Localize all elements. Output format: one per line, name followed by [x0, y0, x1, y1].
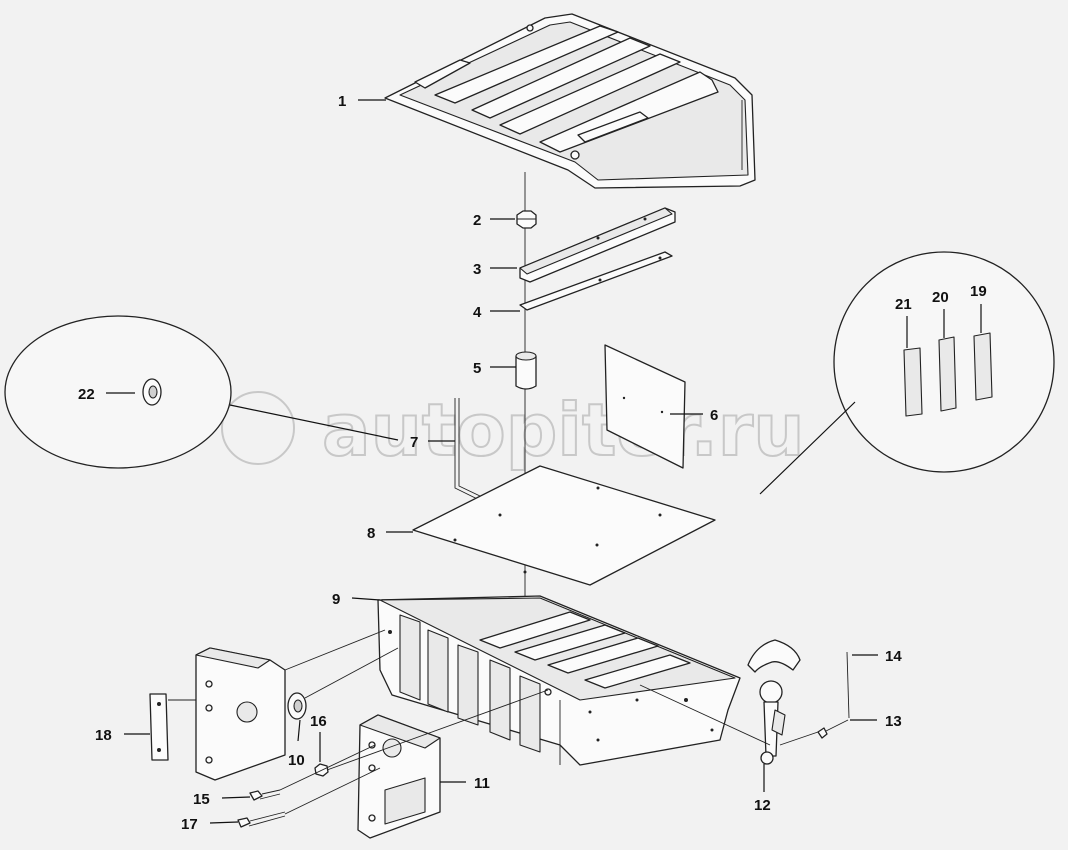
part-spacer-sleeve [515, 351, 537, 390]
part-bracket-frame [357, 714, 441, 839]
callout-5: 5 [473, 360, 481, 377]
part-mount-bracket [195, 647, 286, 781]
callout-17: 17 [181, 816, 198, 833]
part-pin [817, 719, 849, 739]
callout-8: 8 [367, 525, 375, 542]
callout-13: 13 [885, 713, 902, 730]
watermark-text: autopiter.ru [322, 388, 805, 472]
part-bracket-rail [519, 207, 676, 283]
leader-detail-left [229, 404, 399, 441]
watermark: autopiter.ru [221, 387, 806, 473]
assembly-lines [168, 629, 819, 815]
part-insulation-plate [412, 465, 716, 586]
callout-20: 20 [932, 289, 949, 306]
callout-14: 14 [885, 648, 902, 665]
part-plate-strip [519, 251, 673, 311]
leader-detail-right [759, 401, 856, 495]
detail-circle-right [833, 251, 1055, 473]
callout-6: 6 [710, 407, 718, 424]
callout-3: 3 [473, 261, 481, 278]
part-small-plate [149, 693, 169, 761]
part-grommet [287, 692, 307, 720]
part-rod-thin [846, 651, 850, 719]
callout-22: 22 [78, 386, 95, 403]
callout-labels: 1 2 3 4 5 6 7 8 9 10 11 12 13 14 15 16 1… [78, 93, 987, 833]
callout-12: 12 [754, 797, 771, 814]
part-t-handle-latch [747, 639, 801, 765]
part-nut [516, 210, 537, 229]
callout-2: 2 [473, 212, 481, 229]
part-bolt-short [249, 789, 281, 801]
callout-4: 4 [473, 304, 482, 321]
callout-9: 9 [332, 591, 340, 608]
callout-18: 18 [95, 727, 112, 744]
callout-16: 16 [310, 713, 327, 730]
callout-11: 11 [474, 775, 490, 792]
callout-19: 19 [970, 283, 987, 300]
callout-15: 15 [193, 791, 210, 808]
part-gasket-sheet [604, 344, 686, 469]
callout-7: 7 [410, 434, 418, 451]
part-bolt-long [237, 811, 286, 828]
part-cover-top [384, 13, 756, 189]
callout-10: 10 [288, 752, 305, 769]
callout-leaders [106, 99, 982, 824]
callout-1: 1 [338, 93, 346, 110]
detail-circle-left [4, 315, 232, 469]
callout-21: 21 [895, 296, 912, 313]
